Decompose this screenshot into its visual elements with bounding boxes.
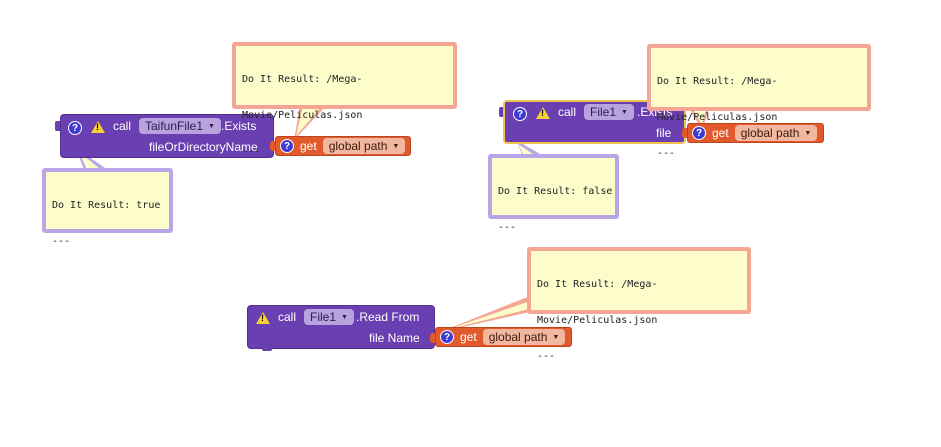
variable-name: global path: [488, 330, 548, 344]
get-block[interactable]: ? get global path ▼: [275, 136, 411, 156]
do-it-result-bubble[interactable]: Do It Result: true ---: [42, 168, 173, 247]
param-label: file: [656, 126, 672, 140]
help-icon[interactable]: ?: [513, 107, 527, 121]
param-label: file Name: [369, 331, 420, 345]
variable-name: global path: [740, 126, 800, 140]
result-line: Do It Result: /Mega-: [657, 76, 778, 87]
result-line: Movie/Peliculas.json: [657, 112, 778, 123]
exists-block-taifun[interactable]: ? call TaifunFile1 ▼ .Exists fileOrDirec…: [60, 114, 274, 158]
get-label: get: [712, 126, 729, 140]
result-line: ---: [657, 148, 676, 159]
help-icon[interactable]: ?: [280, 139, 294, 153]
result-line: Do It Result: /Mega-: [537, 279, 658, 290]
help-icon[interactable]: ?: [692, 126, 706, 140]
warning-icon[interactable]: [536, 107, 550, 119]
result-line: ---: [52, 236, 71, 247]
do-it-result-bubble[interactable]: Do It Result: /Mega- Movie/Peliculas.jso…: [527, 247, 751, 362]
socket-plug: [430, 333, 436, 343]
chevron-down-icon: ▼: [804, 129, 812, 137]
get-block[interactable]: ? get global path ▼: [687, 123, 824, 143]
component-dropdown[interactable]: TaifunFile1 ▼: [139, 118, 221, 134]
method-label: .Read From: [356, 310, 420, 324]
chevron-down-icon: ▼: [621, 108, 628, 116]
socket-plug: [682, 128, 688, 138]
get-label: get: [460, 330, 477, 344]
result-line: Do It Result: /Mega-: [242, 74, 363, 85]
variable-dropdown[interactable]: global path ▼: [322, 138, 406, 154]
do-it-result-bubble[interactable]: Do It Result: /Mega- Movie/Peliculas.jso…: [647, 44, 871, 159]
get-label: get: [300, 139, 317, 153]
variable-dropdown[interactable]: global path ▼: [734, 125, 818, 141]
variable-dropdown[interactable]: global path ▼: [482, 329, 566, 345]
component-name: File1: [590, 105, 617, 119]
result-line: Movie/Peliculas.json: [242, 110, 363, 121]
component-name: TaifunFile1: [145, 119, 204, 133]
socket-plug: [270, 141, 276, 151]
help-icon[interactable]: ?: [440, 330, 454, 344]
help-icon[interactable]: ?: [68, 121, 82, 135]
warning-icon[interactable]: [91, 121, 105, 133]
call-label: call: [113, 119, 132, 133]
chevron-down-icon: ▼: [341, 313, 348, 321]
bubble-tail: [446, 300, 533, 330]
result-line: ---: [498, 222, 517, 233]
result-line: ---: [537, 351, 556, 362]
bubble-tail: [440, 296, 530, 332]
component-dropdown[interactable]: File1 ▼: [584, 104, 634, 120]
result-line: Do It Result: false: [498, 186, 613, 197]
result-line: Do It Result: true: [52, 200, 161, 211]
read-from-block[interactable]: call File1 ▼ .Read From file Name: [247, 305, 435, 349]
chevron-down-icon: ▼: [392, 142, 400, 150]
bubble-tail: [518, 144, 536, 156]
call-label: call: [558, 105, 577, 119]
param-label: fileOrDirectoryName: [149, 140, 258, 154]
method-label: .Exists: [221, 119, 257, 133]
block-notch: [262, 345, 272, 351]
variable-name: global path: [328, 139, 388, 153]
do-it-result-bubble[interactable]: Do It Result: /Mega- Movie/Peliculas.jso…: [232, 42, 457, 157]
result-line: ---: [242, 146, 261, 157]
result-line: Movie/Peliculas.json: [537, 315, 658, 326]
warning-icon[interactable]: [256, 312, 270, 324]
chevron-down-icon: ▼: [208, 122, 215, 130]
chevron-down-icon: ▼: [552, 333, 560, 341]
call-label: call: [278, 310, 297, 324]
do-it-result-bubble[interactable]: Do It Result: false ---: [488, 154, 619, 233]
bubble-tail: [296, 106, 322, 136]
component-dropdown[interactable]: File1 ▼: [304, 309, 354, 325]
block-notch: [55, 121, 63, 131]
component-name: File1: [310, 310, 337, 324]
get-block[interactable]: ? get global path ▼: [435, 327, 572, 347]
